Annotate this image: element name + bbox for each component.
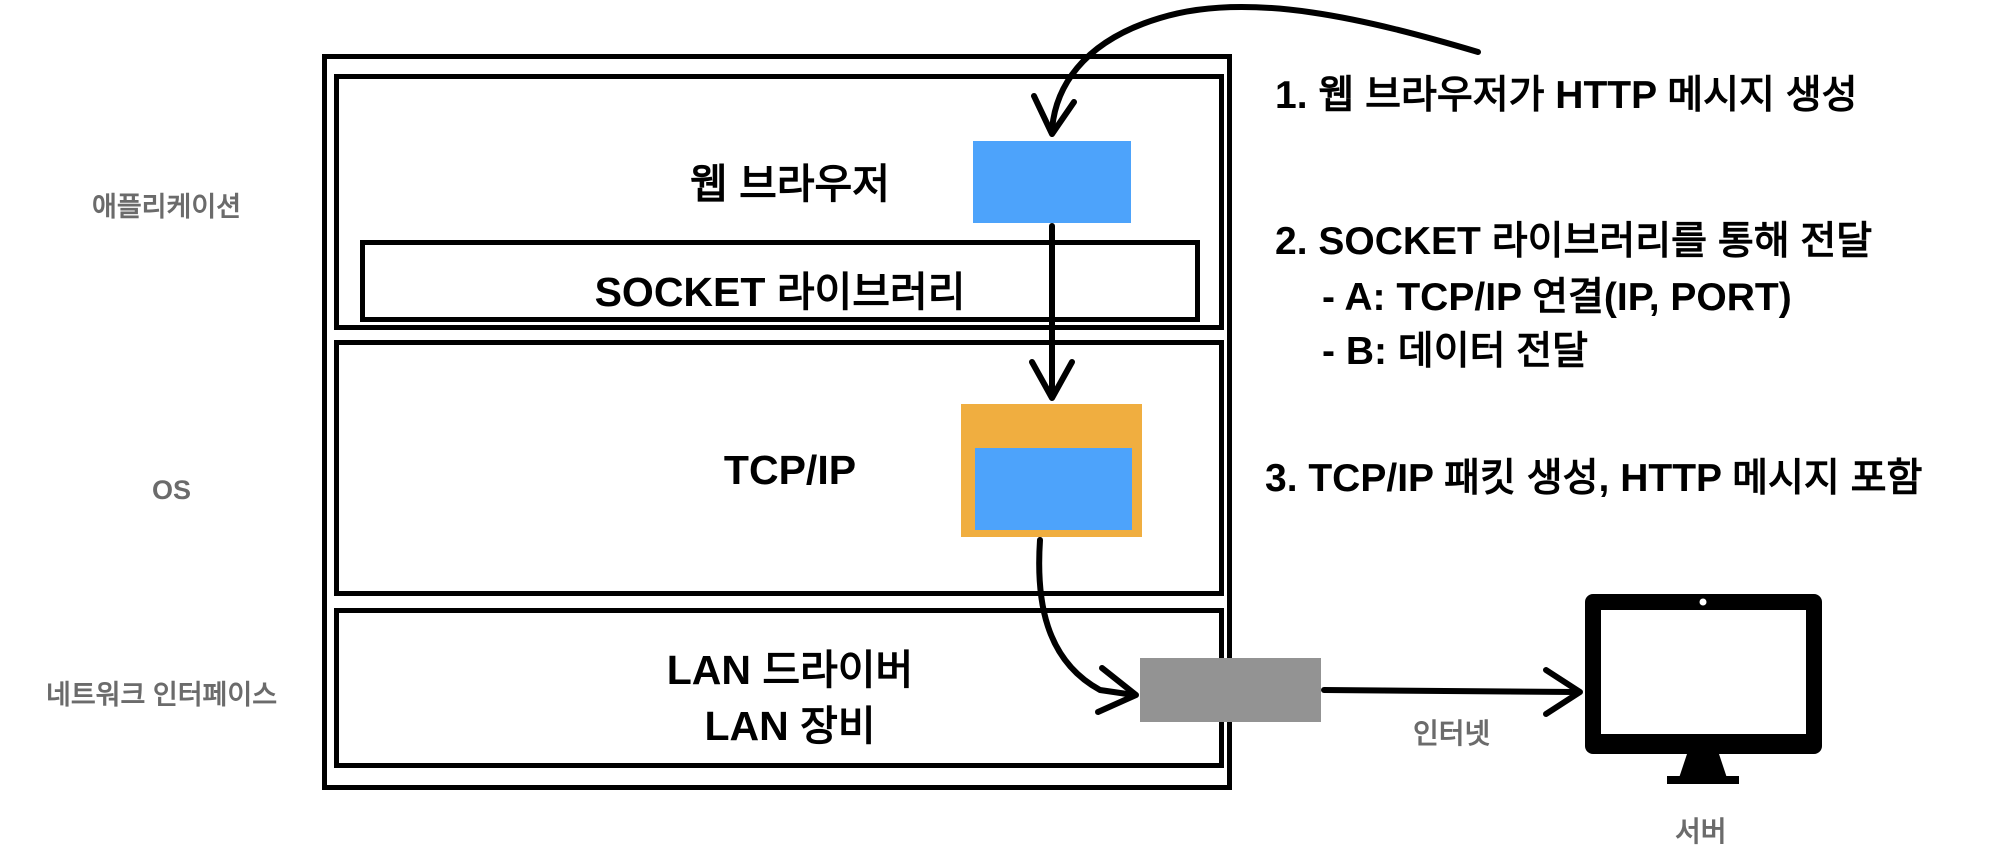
lan-frame-block [1140,658,1321,722]
lan-driver-label: LAN 드라이버 [666,647,914,693]
os-layer-box [334,340,1224,596]
web-browser-label: 웹 브라우저 [690,161,890,207]
step-2-text: 2. SOCKET 라이브러리를 통해 전달 [1275,220,1873,263]
stack-outer-frame [322,54,1232,790]
internet-label: 인터넷 [1413,718,1491,749]
server-monitor-icon [1585,594,1822,784]
application-layer-box [334,74,1224,330]
http-message-block [973,141,1131,223]
step-3-text: 3. TCP/IP 패킷 생성, HTTP 메시지 포함 [1265,457,1923,500]
step-1-text: 1. 웹 브라우저가 HTTP 메시지 생성 [1275,74,1858,117]
layer-label-network-interface: 네트워크 인터페이스 [46,680,278,710]
server-label: 서버 [1675,816,1727,847]
layer-label-application: 애플리케이션 [92,192,242,222]
step-2b-text: - B: 데이터 전달 [1322,330,1589,373]
arrow-internet-head [1543,667,1583,717]
arrow-lan-to-server [1321,687,1579,695]
arrow-packet-to-lan [1036,537,1137,698]
lan-device-label: LAN 장비 [704,703,876,749]
layer-label-os: OS [152,475,192,505]
socket-library-box [360,240,1200,322]
arrow-message-head [1029,359,1075,401]
arrow-step1-head [1031,93,1077,137]
tcpip-label: TCP/IP [723,447,857,493]
socket-library-label: SOCKET 라이브러리 [594,269,966,315]
packet-http-message-block [975,448,1132,530]
step-2a-text: - A: TCP/IP 연결(IP, PORT) [1322,276,1792,319]
arrow-packet-head [1095,665,1139,715]
arrow-step1-to-message [1049,3,1481,133]
